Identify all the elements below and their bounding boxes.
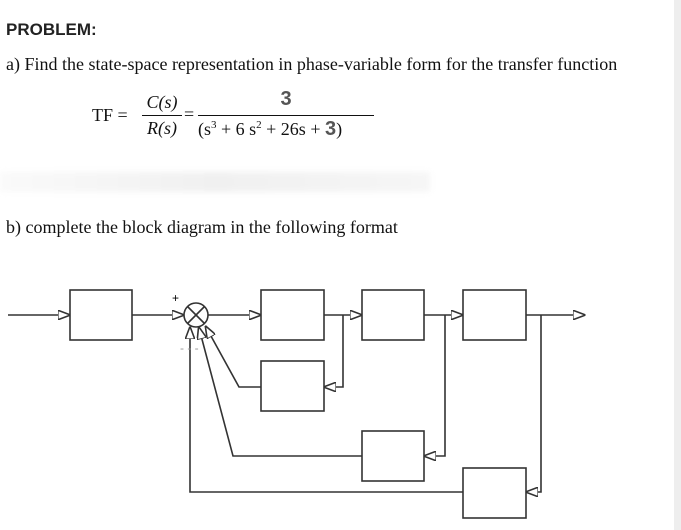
problem-heading: PROBLEM: — [6, 20, 97, 39]
fraction-bar-1 — [142, 115, 182, 116]
block-forward-3 — [462, 289, 527, 341]
summing-junction — [183, 302, 209, 328]
block-input — [69, 289, 133, 341]
block-forward-1 — [260, 289, 325, 341]
block-feedback-1 — [260, 360, 325, 412]
plus-sign: + — [172, 291, 179, 305]
block-forward-2 — [361, 289, 425, 341]
tf-label: TF = — [92, 105, 128, 125]
equals-sign: = — [184, 104, 195, 124]
part-a-text: a) Find the state-space representation i… — [6, 54, 618, 74]
right-edge-strip — [674, 0, 681, 530]
numerator-cs: C(s) — [146, 92, 178, 112]
fraction-bar-2 — [198, 115, 374, 116]
minus-signs: - - - — [180, 341, 199, 355]
numerator-3: 3 — [280, 88, 292, 110]
block-feedback-3 — [462, 467, 527, 519]
blurred-band — [0, 172, 430, 192]
denominator-polynomial: (s3 + 6 s2 + 26s + 3) — [198, 118, 343, 140]
denominator-rs: R(s) — [147, 118, 177, 138]
part-b-text: b) complete the block diagram in the fol… — [6, 217, 398, 237]
block-feedback-2 — [361, 430, 425, 482]
